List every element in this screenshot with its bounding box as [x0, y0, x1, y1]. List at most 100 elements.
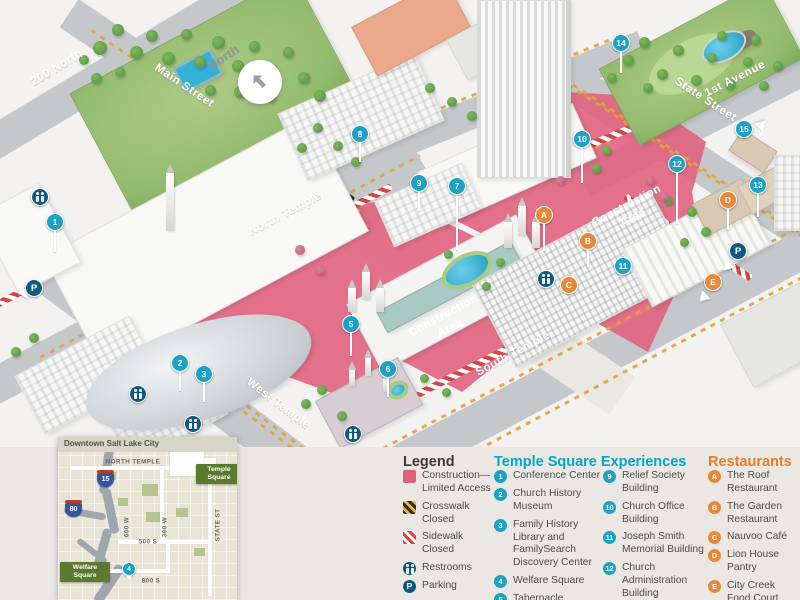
crosswalk-icon — [403, 500, 416, 514]
restroom-marker[interactable] — [537, 270, 555, 288]
marker-label: 10 — [577, 134, 587, 144]
inset-marker-4[interactable]: 4 — [122, 562, 136, 576]
marker-label: B — [584, 236, 592, 246]
tree — [29, 333, 39, 343]
map-marker-13[interactable]: 13 — [749, 176, 767, 217]
map-marker-12[interactable]: 12 — [668, 155, 686, 224]
inset-park — [118, 498, 128, 506]
map-marker-6[interactable]: 6 — [379, 360, 397, 397]
map-marker-7[interactable]: 7 — [448, 177, 466, 250]
map-marker-14[interactable]: 14 — [612, 34, 630, 73]
map-marker-C[interactable]: C — [560, 276, 578, 294]
map-marker-3[interactable]: 3 — [195, 365, 213, 402]
map-marker-D[interactable]: D — [719, 191, 737, 230]
experience-number-icon: 4 — [494, 575, 507, 589]
marker-pole — [581, 147, 583, 183]
legend-item-label: Construction—Limited Access — [422, 470, 491, 496]
map-marker-E[interactable]: E — [704, 273, 722, 291]
icon-label: 10 — [605, 502, 614, 512]
marker-label: C — [565, 280, 573, 290]
tree — [743, 57, 753, 67]
icon-label: 5 — [498, 595, 503, 600]
tree — [93, 41, 107, 55]
tree — [313, 123, 323, 133]
temple-spire — [504, 222, 512, 248]
parking-marker[interactable]: P — [729, 242, 747, 260]
temple-spire — [348, 288, 356, 312]
tree — [701, 227, 711, 237]
icon-label: A — [711, 471, 718, 481]
icon-label: 9 — [607, 471, 612, 481]
tree — [656, 68, 668, 80]
marker-label: 5 — [348, 319, 354, 329]
map-marker-1[interactable]: 1 — [46, 213, 64, 252]
inset-park — [194, 548, 205, 556]
restroom-marker[interactable] — [184, 415, 202, 433]
marker-pole — [543, 223, 545, 251]
tree — [112, 24, 124, 36]
map-marker-B[interactable]: B — [579, 232, 597, 267]
marker-label: 1 — [52, 217, 58, 227]
tree — [194, 56, 206, 68]
icon-label: 12 — [605, 564, 614, 574]
map-marker-5[interactable]: 5 — [342, 315, 360, 356]
tree-in-construction — [315, 265, 325, 275]
marker-label: P — [30, 282, 38, 294]
icon-label: 1 — [498, 471, 503, 481]
tree — [204, 84, 216, 96]
tree — [443, 249, 453, 259]
interstate-shield-icon: 80 — [65, 500, 82, 517]
restroom-marker[interactable] — [31, 188, 49, 206]
marker-label: P — [734, 245, 742, 257]
interstate-shield-icon: 15 — [97, 470, 114, 487]
inset-park — [142, 484, 158, 496]
inset-route — [70, 466, 230, 470]
restaurant-letter-icon: C — [708, 531, 721, 545]
inset-street-label: 500 S — [138, 538, 158, 546]
restroom-icon — [133, 388, 143, 400]
map-marker-8[interactable]: 8 — [351, 125, 369, 162]
marker-label: 3 — [201, 369, 207, 379]
tree — [467, 111, 477, 121]
tree — [129, 45, 143, 59]
map-marker-9[interactable]: 9 — [410, 174, 428, 211]
parking-marker[interactable]: P — [25, 279, 43, 297]
restroom-icon — [403, 562, 416, 576]
temple-spire — [362, 272, 370, 300]
experience-item-label: Conference Center — [513, 470, 601, 481]
experience-item-label: Church Office Building — [622, 500, 685, 525]
tree — [638, 36, 650, 48]
tree-in-construction — [555, 175, 565, 185]
restroom-marker[interactable] — [129, 385, 147, 403]
map-marker-15[interactable]: 15 — [735, 120, 753, 138]
tree — [643, 83, 653, 93]
experience-item-label: Relief Society Building — [622, 470, 685, 494]
marker-label: 15 — [739, 124, 749, 134]
legend-title: Legend — [403, 454, 455, 470]
tree — [314, 90, 326, 102]
inset-street-label: 800 S — [141, 577, 161, 585]
legend-line: Limited Access — [422, 482, 491, 494]
map-marker-11[interactable]: 11 — [614, 257, 632, 275]
legend-item-label: Restrooms — [422, 562, 472, 575]
restroom-marker[interactable] — [344, 425, 362, 443]
map-marker-10[interactable]: 10 — [573, 130, 591, 183]
experience-number-icon: 10 — [603, 500, 616, 514]
icon-label: E — [712, 582, 717, 592]
marker-pole — [418, 191, 420, 211]
tree — [297, 143, 307, 153]
experience-number-icon: 12 — [603, 562, 616, 576]
inset-route — [118, 540, 212, 544]
map-marker-2[interactable]: 2 — [171, 354, 189, 391]
map-marker-A[interactable]: A — [535, 206, 553, 251]
